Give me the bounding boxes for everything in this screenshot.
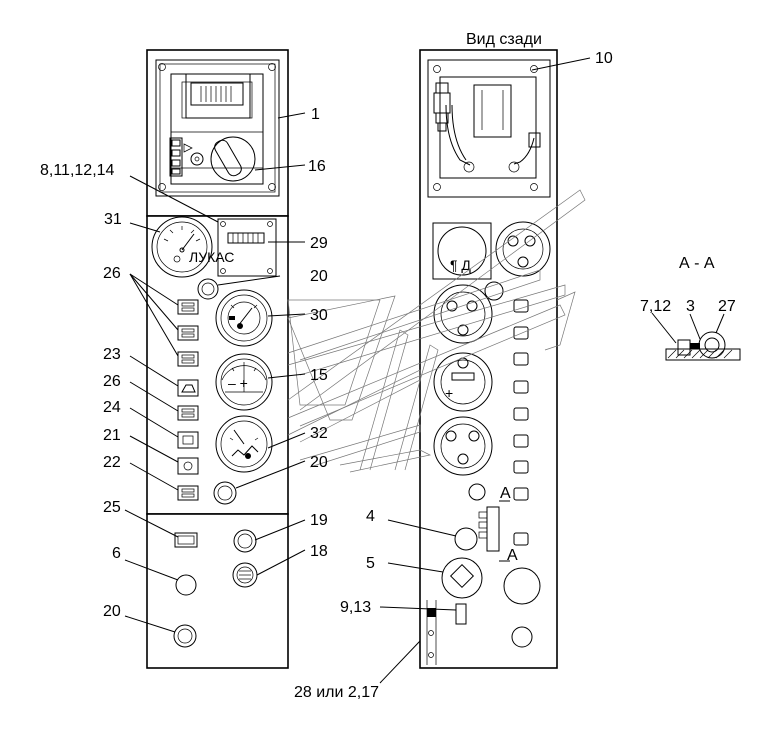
indicator-lamp-20-lower xyxy=(213,481,237,505)
section-title: А - А xyxy=(679,255,715,272)
fuse-column xyxy=(513,299,529,546)
indicator-lamp-20-upper xyxy=(197,278,219,300)
recorder-unit xyxy=(155,59,280,197)
front-panel-bottom-section xyxy=(146,513,289,669)
svg-text:+: + xyxy=(445,385,453,401)
callout-5: 5 xyxy=(366,555,375,572)
callout-20-a: 20 xyxy=(310,268,328,285)
callout-10: 10 xyxy=(595,50,613,67)
callout-26-b: 26 xyxy=(103,373,121,390)
svg-text:– +: – + xyxy=(228,375,248,391)
rear-view-title: Вид сзади xyxy=(466,31,542,48)
callout-20-b: 20 xyxy=(310,454,328,471)
callout-30: 30 xyxy=(310,307,328,324)
rear-panel: ¶ Д + xyxy=(419,49,558,669)
callout-21: 21 xyxy=(103,427,121,444)
gauge-30 xyxy=(215,289,273,347)
section-mark: А А xyxy=(499,485,518,564)
callout-3: 3 xyxy=(686,298,695,315)
section-mark-top: А xyxy=(500,485,511,502)
gauge-15: – + xyxy=(215,353,273,411)
callout-7-12: 7,12 xyxy=(640,298,671,315)
socket-4 xyxy=(454,527,478,551)
callout-32: 32 xyxy=(310,425,328,442)
svg-text:¶ Д: ¶ Д xyxy=(450,257,471,273)
recorder-display-bars xyxy=(200,86,232,102)
recorder-knob-large xyxy=(210,136,256,182)
callout-23: 23 xyxy=(103,346,121,363)
leader-lines xyxy=(124,57,725,684)
switch-25 xyxy=(174,532,198,548)
callout-4: 4 xyxy=(366,508,375,525)
callout-6: 6 xyxy=(112,545,121,562)
callout-1: 1 xyxy=(311,106,320,123)
front-panel-top-section xyxy=(146,49,289,217)
callout-26-a: 26 xyxy=(103,265,121,282)
callout-28-or-2-17: 28 или 2,17 xyxy=(294,684,379,701)
callout-20-c: 20 xyxy=(103,603,121,620)
callout-27: 27 xyxy=(718,298,736,315)
plug-6 xyxy=(175,574,197,596)
callout-19: 19 xyxy=(310,512,328,529)
callout-18: 18 xyxy=(310,543,328,560)
callout-31: 31 xyxy=(104,211,122,228)
control-unit-29 xyxy=(217,218,277,277)
section-a-a-detail xyxy=(665,331,741,361)
recorder-knob-small xyxy=(190,152,204,166)
callout-25: 25 xyxy=(103,499,121,516)
gauge-32 xyxy=(215,415,273,473)
callout-8-11-12-14: 8,11,12,14 xyxy=(40,162,115,179)
section-mark-bottom: А xyxy=(507,547,518,564)
gauge-31-brand: ЛУКАС xyxy=(189,249,234,265)
callout-9-13: 9,13 xyxy=(340,599,371,616)
callout-24: 24 xyxy=(103,399,121,416)
wiring-lines xyxy=(287,189,586,473)
button-19 xyxy=(233,529,257,553)
callout-22: 22 xyxy=(103,454,121,471)
lamp-20-bottom xyxy=(173,624,197,648)
callout-29: 29 xyxy=(310,235,328,252)
front-panel: ЛУКАС xyxy=(146,49,289,669)
switch-column xyxy=(177,299,199,501)
socket-5 xyxy=(441,557,483,599)
callout-16: 16 xyxy=(308,158,326,175)
gauge-31: ЛУКАС xyxy=(151,216,234,278)
callout-15: 15 xyxy=(310,367,328,384)
